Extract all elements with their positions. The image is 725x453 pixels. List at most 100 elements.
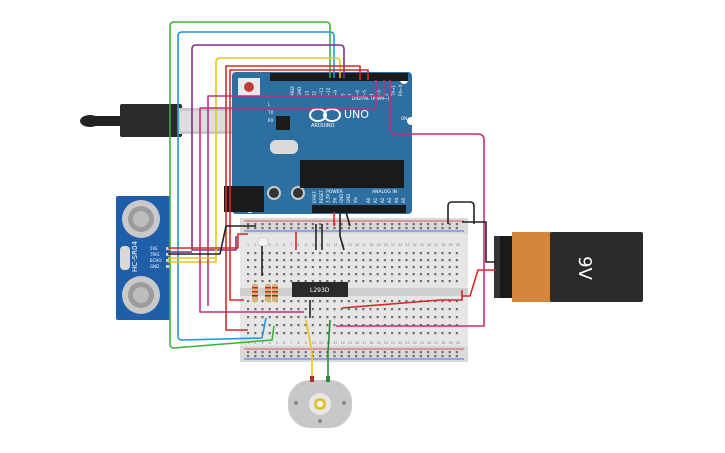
sensor-pin-label: 5VE bbox=[150, 246, 158, 251]
breadboard-hole bbox=[376, 227, 379, 230]
breadboard-hole bbox=[333, 252, 336, 255]
column-number: 27 bbox=[434, 341, 438, 345]
breadboard-hole bbox=[369, 308, 372, 311]
breadboard-hole bbox=[290, 227, 293, 230]
breadboard-hole bbox=[254, 223, 257, 226]
breadboard-hole bbox=[326, 300, 329, 303]
breadboard-hole bbox=[441, 280, 444, 283]
breadboard-hole bbox=[405, 266, 408, 269]
breadboard-hole bbox=[319, 252, 322, 255]
breadboard-hole bbox=[441, 355, 444, 358]
breadboard-hole bbox=[268, 355, 271, 358]
breadboard-hole bbox=[412, 259, 415, 262]
breadboard-hole bbox=[268, 223, 271, 226]
column-number: 9 bbox=[305, 341, 307, 345]
digital-pin-label: ~5 bbox=[362, 90, 367, 96]
breadboard-hole bbox=[304, 316, 307, 319]
breadboard-hole bbox=[398, 324, 401, 327]
breadboard-hole bbox=[340, 316, 343, 319]
breadboard-hole bbox=[405, 252, 408, 255]
breadboard-hole bbox=[247, 316, 250, 319]
breadboard-hole bbox=[319, 227, 322, 230]
digital-pin-label: 13 bbox=[304, 90, 309, 96]
breadboard-hole bbox=[405, 308, 408, 311]
breadboard-hole bbox=[441, 259, 444, 262]
breadboard-hole bbox=[405, 280, 408, 283]
breadboard-hole bbox=[297, 227, 300, 230]
breadboard-hole bbox=[297, 324, 300, 327]
breadboard-hole bbox=[405, 351, 408, 354]
breadboard-hole bbox=[383, 351, 386, 354]
breadboard-hole bbox=[455, 351, 458, 354]
breadboard-hole bbox=[347, 332, 350, 335]
breadboard-hole bbox=[254, 324, 257, 327]
breadboard-hole bbox=[333, 308, 336, 311]
breadboard-hole bbox=[340, 252, 343, 255]
breadboard-hole bbox=[405, 273, 408, 276]
breadboard-hole bbox=[391, 308, 394, 311]
breadboard-hole bbox=[398, 351, 401, 354]
breadboard-hole bbox=[398, 280, 401, 283]
breadboard-hole bbox=[412, 300, 415, 303]
sensor-pin-label: GND bbox=[150, 264, 159, 269]
breadboard-hole bbox=[340, 324, 343, 327]
breadboard-hole bbox=[405, 259, 408, 262]
breadboard-hole bbox=[441, 332, 444, 335]
breadboard-hole bbox=[283, 355, 286, 358]
breadboard-hole bbox=[355, 280, 358, 283]
digital-pin-label: 7 bbox=[348, 93, 353, 96]
breadboard-hole bbox=[391, 252, 394, 255]
breadboard-hole bbox=[247, 324, 250, 327]
digital-pin-label: TX→1 bbox=[391, 84, 396, 97]
breadboard-hole bbox=[355, 324, 358, 327]
breadboard-hole bbox=[376, 351, 379, 354]
breadboard-hole bbox=[254, 266, 257, 269]
breadboard-hole bbox=[455, 300, 458, 303]
breadboard-hole bbox=[383, 273, 386, 276]
breadboard-hole bbox=[268, 316, 271, 319]
breadboard-hole bbox=[398, 223, 401, 226]
breadboard-hole bbox=[347, 300, 350, 303]
digital-pin-label: ~10 bbox=[326, 87, 331, 96]
breadboard-hole bbox=[333, 300, 336, 303]
column-number: 16 bbox=[355, 341, 359, 345]
breadboard-hole bbox=[275, 332, 278, 335]
breadboard-hole bbox=[247, 227, 250, 230]
breadboard-hole bbox=[391, 280, 394, 283]
breadboard-hole bbox=[448, 324, 451, 327]
breadboard-hole bbox=[340, 351, 343, 354]
breadboard-hole bbox=[275, 324, 278, 327]
breadboard-hole bbox=[383, 332, 386, 335]
breadboard-hole bbox=[362, 308, 365, 311]
breadboard-hole bbox=[412, 332, 415, 335]
breadboard-hole bbox=[275, 259, 278, 262]
digital-pin-label: 4 bbox=[369, 93, 374, 96]
breadboard-hole bbox=[362, 266, 365, 269]
breadboard-hole bbox=[383, 266, 386, 269]
breadboard-hole bbox=[412, 223, 415, 226]
breadboard-hole bbox=[448, 266, 451, 269]
resistors bbox=[252, 284, 278, 302]
tx-led-label: TX bbox=[267, 110, 273, 115]
breadboard-hole bbox=[369, 280, 372, 283]
analog-header-label: ANALOG IN bbox=[372, 189, 397, 195]
breadboard-hole bbox=[355, 266, 358, 269]
breadboard-hole bbox=[376, 259, 379, 262]
sensor-transducer-top bbox=[122, 200, 160, 238]
digital-pin-label: RX←0 bbox=[398, 84, 403, 96]
breadboard-hole bbox=[362, 316, 365, 319]
column-number: 23 bbox=[405, 243, 409, 247]
breadboard-hole bbox=[297, 223, 300, 226]
column-number: 7 bbox=[290, 341, 292, 345]
breadboard-hole bbox=[391, 273, 394, 276]
column-number: 24 bbox=[413, 243, 417, 247]
column-number: 2 bbox=[254, 341, 256, 345]
dc-motor bbox=[288, 376, 352, 428]
power-pin-label: RESET bbox=[319, 190, 324, 203]
breadboard-hole bbox=[275, 351, 278, 354]
breadboard-hole bbox=[412, 252, 415, 255]
column-number: 10 bbox=[312, 341, 316, 345]
breadboard-hole bbox=[319, 332, 322, 335]
breadboard-hole bbox=[398, 316, 401, 319]
